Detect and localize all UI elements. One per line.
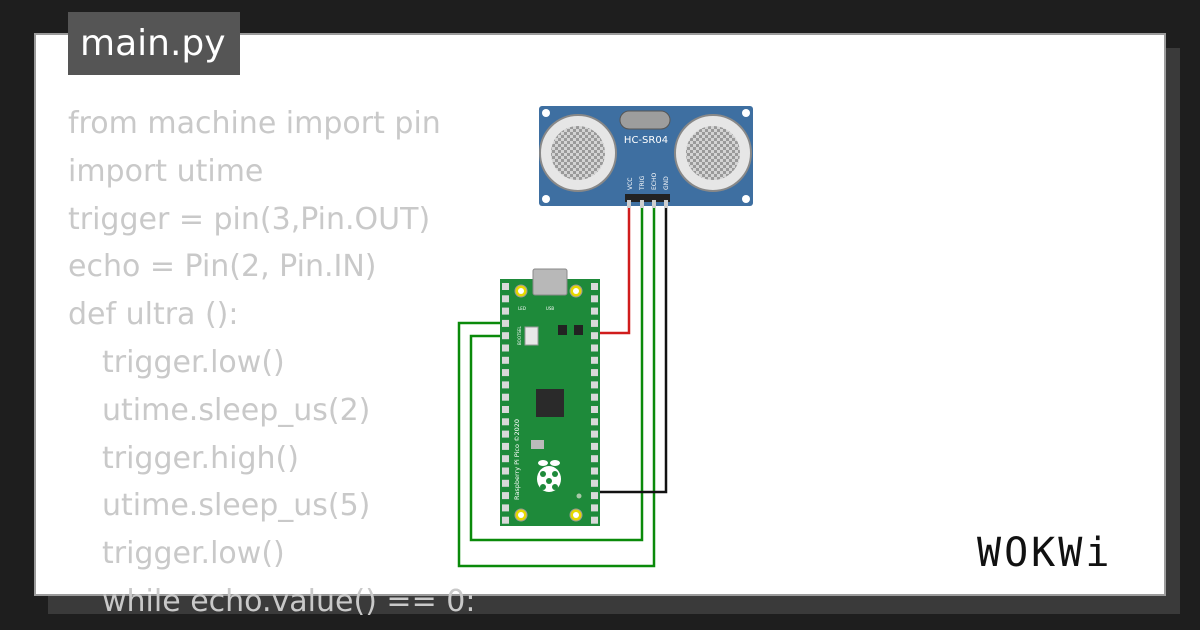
header-pin[interactable] xyxy=(502,356,509,364)
header-pin[interactable] xyxy=(502,393,509,401)
header-pin[interactable] xyxy=(591,332,598,340)
code-line: trigger.low() xyxy=(102,536,285,572)
file-tab-label: main.py xyxy=(80,23,226,64)
code-line: trigger.high() xyxy=(102,440,299,476)
header-pin[interactable] xyxy=(591,430,598,438)
header-pin[interactable] xyxy=(502,295,509,303)
flash-chip xyxy=(531,440,544,449)
header-pin[interactable] xyxy=(591,455,598,463)
wokwi-logo-text: WOKWi xyxy=(977,530,1112,576)
header-pin[interactable] xyxy=(591,516,598,524)
code-line: utime.sleep_us(2) xyxy=(102,392,371,428)
chip-small xyxy=(558,325,567,335)
wires xyxy=(457,205,668,568)
header-pin[interactable] xyxy=(591,319,598,327)
code-line: trigger = pin(3,Pin.OUT) xyxy=(68,201,431,237)
code-line: from machine import pin xyxy=(68,106,441,141)
header-pin[interactable] xyxy=(502,442,509,450)
pin-header-left xyxy=(502,283,509,524)
wire-trig[interactable] xyxy=(469,205,644,542)
header-pin[interactable] xyxy=(591,307,598,315)
header-pin[interactable] xyxy=(502,430,509,438)
code-line: echo = Pin(2, Pin.IN) xyxy=(68,249,377,285)
header-pin[interactable] xyxy=(502,516,509,524)
usb-label: USB xyxy=(546,306,554,311)
usb-port-icon xyxy=(532,268,568,296)
header-pin[interactable] xyxy=(502,492,509,500)
header-pin[interactable] xyxy=(591,492,598,500)
pin-label-echo: ECHO xyxy=(651,173,658,190)
pin-header-right xyxy=(591,283,598,524)
wire-vcc[interactable] xyxy=(595,205,631,335)
file-tab[interactable]: main.py xyxy=(68,12,240,75)
hc-sr04-sensor[interactable]: HC-SR04 VCC TRIG ECHO GND xyxy=(539,106,753,208)
pin-label-trig: TRIG xyxy=(639,175,646,191)
header-pin[interactable] xyxy=(591,393,598,401)
bootsel-label: BOOTSEL xyxy=(517,326,522,345)
header-pin[interactable] xyxy=(591,369,598,377)
header-pin[interactable] xyxy=(591,406,598,413)
sensor-model-label: HC-SR04 xyxy=(624,135,668,146)
header-pin[interactable] xyxy=(502,455,509,463)
header-pin[interactable] xyxy=(502,479,509,487)
bootsel-button[interactable] xyxy=(524,326,539,346)
wire-echo[interactable] xyxy=(457,205,656,568)
header-pin[interactable] xyxy=(502,332,509,340)
header-pin[interactable] xyxy=(502,319,509,327)
pin-label-gnd: GND xyxy=(663,176,670,190)
code-line: while echo.value() == 0: xyxy=(102,583,476,619)
rp2040-chip xyxy=(536,389,564,417)
pico-silkscreen: Raspberry Pi Pico ©2020 xyxy=(513,419,521,500)
transducer-right-icon xyxy=(674,114,752,192)
header-pin[interactable] xyxy=(591,442,598,450)
header-pin[interactable] xyxy=(502,307,509,315)
header-pin[interactable] xyxy=(502,283,509,290)
header-pin[interactable] xyxy=(502,369,509,377)
debug-pad xyxy=(576,493,582,499)
header-pin[interactable] xyxy=(591,356,598,364)
code-preview: from machine import pin import utime tri… xyxy=(68,100,488,619)
chip-small xyxy=(574,325,583,335)
header-pin[interactable] xyxy=(591,344,598,352)
header-pin[interactable] xyxy=(591,479,598,487)
raspberry-pi-pico[interactable]: USB LED BOOTSEL Raspberry Pi Pico ©2020 xyxy=(500,268,600,526)
raspberry-logo-icon xyxy=(537,460,561,492)
header-pin[interactable] xyxy=(502,418,509,426)
transducer-left-icon xyxy=(539,114,617,192)
header-pin[interactable] xyxy=(591,467,598,475)
header-pin[interactable] xyxy=(591,504,598,512)
wire-gnd[interactable] xyxy=(592,205,668,494)
header-pin[interactable] xyxy=(591,295,598,303)
led-label: LED xyxy=(518,306,526,311)
header-pin[interactable] xyxy=(591,381,598,389)
header-pin[interactable] xyxy=(502,504,509,512)
header-pin[interactable] xyxy=(502,406,509,413)
header-pin[interactable] xyxy=(502,381,509,389)
header-pin[interactable] xyxy=(591,283,598,290)
code-line: trigger.low() xyxy=(102,344,285,380)
code-line: utime.sleep_us(5) xyxy=(102,488,371,524)
code-line: def ultra (): xyxy=(68,297,239,333)
header-pin[interactable] xyxy=(591,418,598,426)
header-pin[interactable] xyxy=(502,467,509,475)
code-line: import utime xyxy=(68,153,264,189)
header-pin[interactable] xyxy=(502,344,509,352)
wokwi-logo: WOKWi xyxy=(977,530,1112,576)
pin-label-vcc: VCC xyxy=(627,178,634,190)
